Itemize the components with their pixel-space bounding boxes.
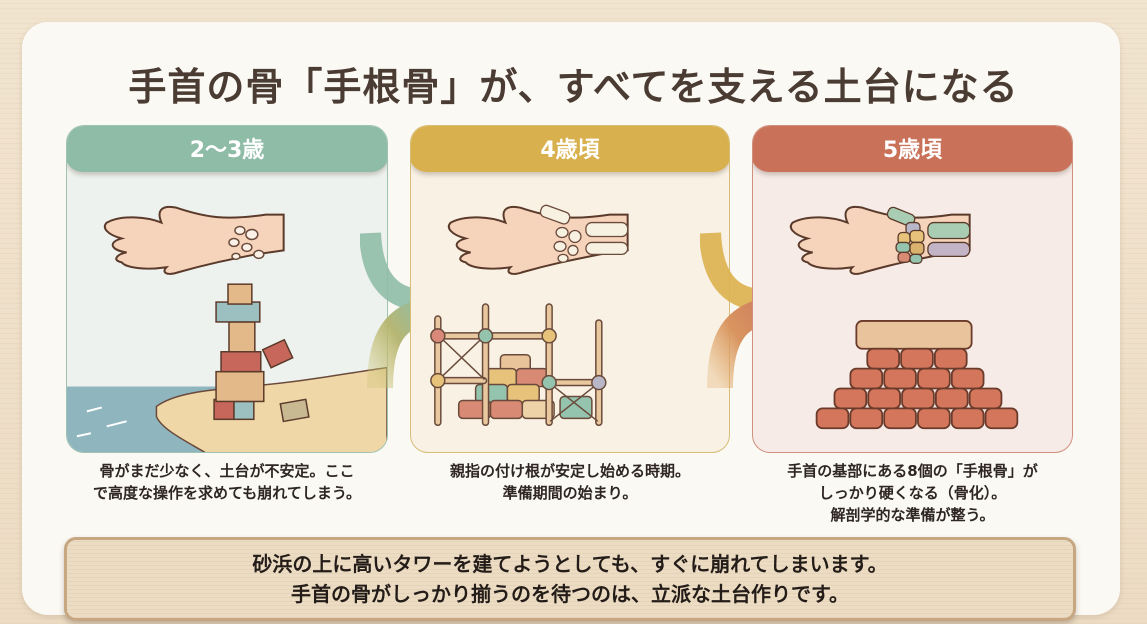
- block-tower-icon: [213, 283, 310, 423]
- description-line: 解剖学的な準備が整う。: [830, 506, 995, 524]
- stage-description-4: 親指の付け根が安定し始める時期。 準備期間の始まり。: [410, 460, 730, 504]
- stage-panel-2-3: 2〜3歳: [66, 125, 388, 453]
- stage-header: 2〜3歳: [67, 126, 387, 172]
- stage-header: 4歳頃: [411, 126, 729, 172]
- stage-panel-5: 5歳頃: [752, 125, 1073, 453]
- brick-pyramid-icon: [815, 320, 1019, 430]
- hand-carpal-bones-icon: [789, 205, 971, 275]
- hand-scaffold-illustration: [430, 204, 629, 427]
- description-line: 準備期間の始まり。: [502, 484, 638, 502]
- banner-line: 砂浜の上に高いタワーを建てようとしても、すぐに崩れてしまいます。: [252, 552, 888, 576]
- description-line: しっかり硬くなる（骨化）。: [818, 484, 1007, 502]
- stage-description-5: 手首の基部にある8個の「手根骨」が しっかり硬くなる（骨化）。 解剖学的な準備が…: [752, 460, 1073, 526]
- description-line: 親指の付け根が安定し始める時期。: [449, 462, 690, 480]
- hand-bones-icon: [447, 204, 629, 275]
- stage-description-2-3: 骨がまだ少なく、土台が不安定。ここ で高度な操作を求めても崩れてしまう。: [66, 460, 388, 504]
- stage-panel-4: 4歳頃: [410, 125, 730, 453]
- description-line: 手首の基部にある8個の「手根骨」が: [787, 462, 1038, 480]
- description-line: で高度な操作を求めても崩れてしまう。: [93, 484, 361, 502]
- hand-icon: [103, 205, 285, 275]
- description-line: 骨がまだ少なく、土台が不安定。ここ: [99, 462, 355, 480]
- scaffold-icon: [430, 303, 607, 427]
- stage-header: 5歳頃: [753, 126, 1072, 172]
- page-title: 手首の骨「手根骨」が、すべてを支える土台になる: [128, 65, 1019, 109]
- hand-brick-pyramid-illustration: [789, 205, 1019, 430]
- hand-sand-tower-illustration: [67, 205, 387, 452]
- banner-line: 手首の骨がしっかり揃うのを待つのは、立派な土台作りです。: [291, 582, 849, 606]
- summary-banner: 砂浜の上に高いタワーを建てようとしても、すぐに崩れてしまいます。 手首の骨がしっ…: [64, 537, 1076, 621]
